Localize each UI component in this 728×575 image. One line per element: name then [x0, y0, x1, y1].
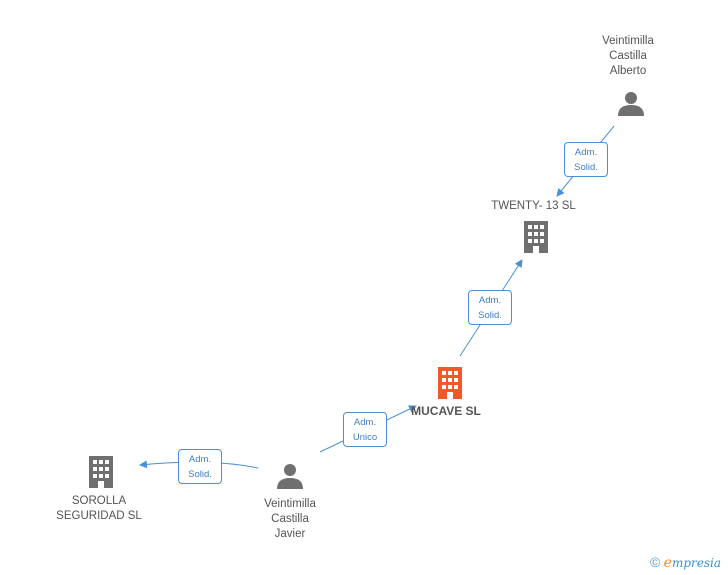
empresia-logo: © empresia — [650, 554, 721, 572]
node-label-alberto[interactable]: Veintimilla Castilla Alberto — [602, 35, 654, 77]
edge-label-mucave-twenty13[interactable]: Adm. Solid. — [468, 290, 512, 325]
building-icon[interactable] — [438, 367, 462, 399]
node-label-mucave[interactable]: MUCAVE SL — [411, 404, 481, 418]
person-icon[interactable] — [277, 464, 303, 489]
building-icon[interactable] — [89, 456, 113, 488]
brand-name: mpresia — [671, 556, 722, 570]
edge-label-alberto-twenty13[interactable]: Adm. Solid. — [564, 142, 608, 177]
copyright-symbol: © — [650, 554, 661, 570]
building-icon[interactable] — [524, 221, 548, 253]
node-label-sorolla[interactable]: SOROLLA SEGURIDAD SL — [56, 495, 142, 522]
brand-e: e — [663, 555, 672, 571]
node-label-twenty13[interactable]: TWENTY- 13 SL — [491, 200, 576, 212]
person-icon[interactable] — [618, 92, 644, 116]
edge-label-javier-mucave[interactable]: Adm. Unico — [343, 412, 387, 447]
edge-label-javier-sorolla[interactable]: Adm. Solid. — [178, 449, 222, 484]
node-label-javier[interactable]: Veintimilla Castilla Javier — [264, 498, 316, 540]
